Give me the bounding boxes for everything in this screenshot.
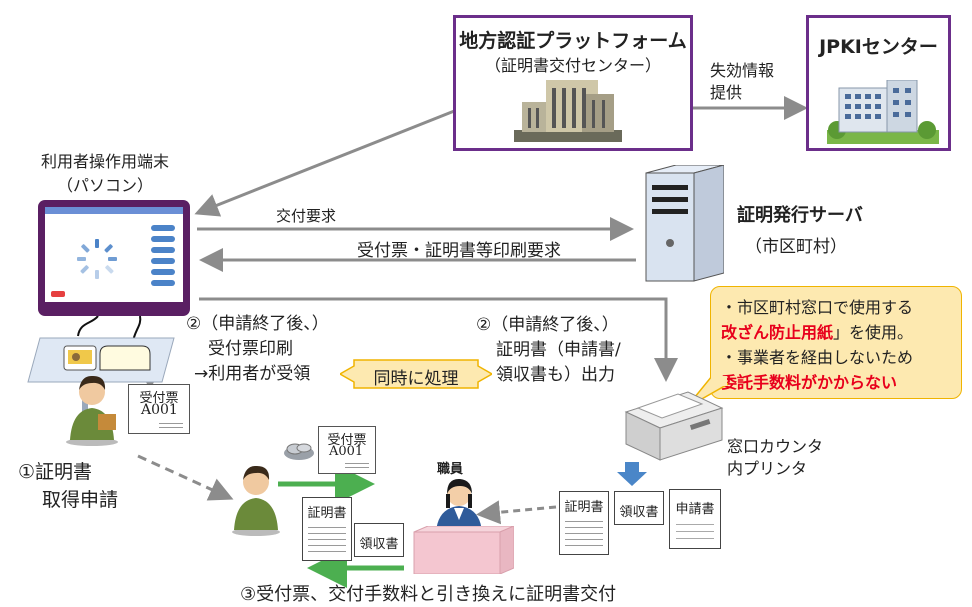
printer-line2: 内プリンタ bbox=[727, 459, 808, 478]
platform-title: 地方認証プラットフォーム bbox=[459, 30, 687, 52]
jpki-box: JPKIセンター bbox=[806, 15, 951, 151]
jpki-title: JPKIセンター bbox=[819, 36, 938, 58]
doc-certificate-user-lines bbox=[308, 522, 346, 554]
step1-line1: ①証明書 bbox=[18, 461, 93, 483]
server-subtitle: （市区町村） bbox=[745, 237, 847, 257]
step1-text: ①証明書 取得申請 bbox=[18, 458, 118, 514]
terminal-label: 利用者操作用端末 （パソコン） bbox=[20, 150, 190, 198]
doc-certificate-printed: 証明書 bbox=[559, 491, 609, 555]
step1-line2: 取得申請 bbox=[42, 489, 119, 511]
terminal-monitor[interactable] bbox=[38, 200, 190, 316]
doc-certificate-user: 証明書 bbox=[302, 497, 352, 561]
terminal-screen[interactable] bbox=[45, 207, 183, 302]
note-box: ・市区町村窓口で使用する 改ざん防止用紙」を使用。 ・事業者を経由しないため 委… bbox=[710, 286, 962, 399]
server-title: 証明発行サーバ bbox=[737, 205, 863, 226]
doc-certificate-printed-title: 証明書 bbox=[564, 500, 604, 515]
step2b-line1: ②（申請終了後、） bbox=[476, 315, 619, 335]
printer-icon bbox=[624, 391, 724, 461]
note-bullet2-red: 委託手数料がかからない bbox=[721, 373, 898, 392]
step2b-line2: 証明書（申請書/ bbox=[496, 340, 621, 360]
doc-receipt-printed: 領収書 bbox=[614, 491, 664, 525]
ticket-kiosk-number: A001 bbox=[141, 402, 178, 418]
doc-certificate-user-title: 証明書 bbox=[307, 506, 347, 521]
datacenter-building-icon bbox=[514, 80, 622, 142]
step3-text: ③受付票、交付手数料と引き換えに証明書交付 bbox=[240, 584, 617, 605]
step2b-text: ②（申請終了後、） 証明書（申請書/ 領収書も）出力 bbox=[476, 313, 621, 388]
doc-receipt-user-title: 領収書 bbox=[359, 537, 399, 552]
note-bullet1-post: 」を使用。 bbox=[833, 323, 914, 342]
doc-receipt-printed-title: 領収書 bbox=[619, 505, 659, 520]
simultaneous-label: 同時に処理 bbox=[373, 369, 459, 389]
note-bullet1-pre: ・市区町村窓口で使用する bbox=[721, 298, 914, 317]
printer-label: 窓口カウンタ 内プリンタ bbox=[727, 436, 823, 480]
printer-line1: 窓口カウンタ bbox=[727, 437, 824, 456]
step2a-line3: →利用者が受領 bbox=[194, 364, 311, 384]
loading-spinner-icon bbox=[77, 239, 117, 279]
screen-header-bar bbox=[45, 207, 183, 214]
ticket-user: 受付票 A001 bbox=[318, 426, 376, 474]
coins-icon bbox=[284, 443, 314, 460]
ticket-user-title: 受付票 bbox=[327, 433, 367, 448]
terminal-line1: 利用者操作用端末 bbox=[40, 152, 169, 171]
ticket-user-lines bbox=[345, 460, 369, 468]
note-bullet2: ・事業者を経由しないため bbox=[721, 348, 914, 367]
request-label: 交付要求 bbox=[276, 207, 337, 225]
ticket-kiosk-lines bbox=[159, 420, 183, 428]
applicant-person-icon bbox=[66, 375, 118, 446]
step2a-line2: 受付票印刷 bbox=[208, 339, 293, 359]
step2a-line1: ②（申請終了後、） bbox=[186, 314, 329, 334]
platform-box: 地方認証プラットフォーム （証明書交付センター） bbox=[453, 15, 693, 151]
print-request-label: 受付票・証明書等印刷要求 bbox=[357, 241, 561, 261]
doc-certificate-printed-lines bbox=[565, 516, 603, 548]
doc-application-printed-lines bbox=[676, 518, 714, 542]
step2b-line3: 領収書も）出力 bbox=[496, 365, 615, 385]
counter-desk bbox=[413, 526, 514, 574]
server-icon bbox=[645, 165, 724, 282]
revocation-line2: 提供 bbox=[710, 83, 743, 102]
ticket-user-number: A001 bbox=[329, 444, 364, 459]
step2a-text: ②（申請終了後、） 受付票印刷 →利用者が受領 bbox=[186, 312, 329, 387]
jpki-building-icon bbox=[827, 80, 939, 144]
screen-buttons bbox=[151, 225, 175, 286]
simultaneous-badge-shape bbox=[340, 359, 492, 389]
platform-subtitle: （証明書交付センター） bbox=[484, 56, 661, 75]
applicant-at-counter-icon bbox=[232, 465, 280, 536]
staff-label: 職員 bbox=[437, 462, 464, 477]
printer-output-arrow bbox=[617, 462, 647, 486]
terminal-line2: （パソコン） bbox=[56, 176, 153, 195]
arrow-to-printer bbox=[199, 297, 678, 382]
arrow-terminal-platform bbox=[194, 93, 493, 217]
revocation-label: 失効情報 提供 bbox=[710, 60, 774, 104]
revocation-line1: 失効情報 bbox=[710, 61, 775, 80]
ticket-kiosk: 受付票 A001 bbox=[128, 384, 190, 434]
screen-back-button bbox=[51, 291, 65, 297]
doc-application-printed-title: 申請書 bbox=[675, 502, 715, 517]
arrow-docs-dashed bbox=[476, 500, 557, 525]
ticket-kiosk-title: 受付票 bbox=[139, 391, 179, 406]
cable-left bbox=[77, 315, 99, 337]
doc-receipt-user: 領収書 bbox=[354, 523, 404, 557]
note-bullet1-red: 改ざん防止用紙 bbox=[721, 323, 834, 342]
arrow-user-dashed bbox=[137, 454, 234, 501]
doc-application-printed: 申請書 bbox=[669, 489, 721, 549]
